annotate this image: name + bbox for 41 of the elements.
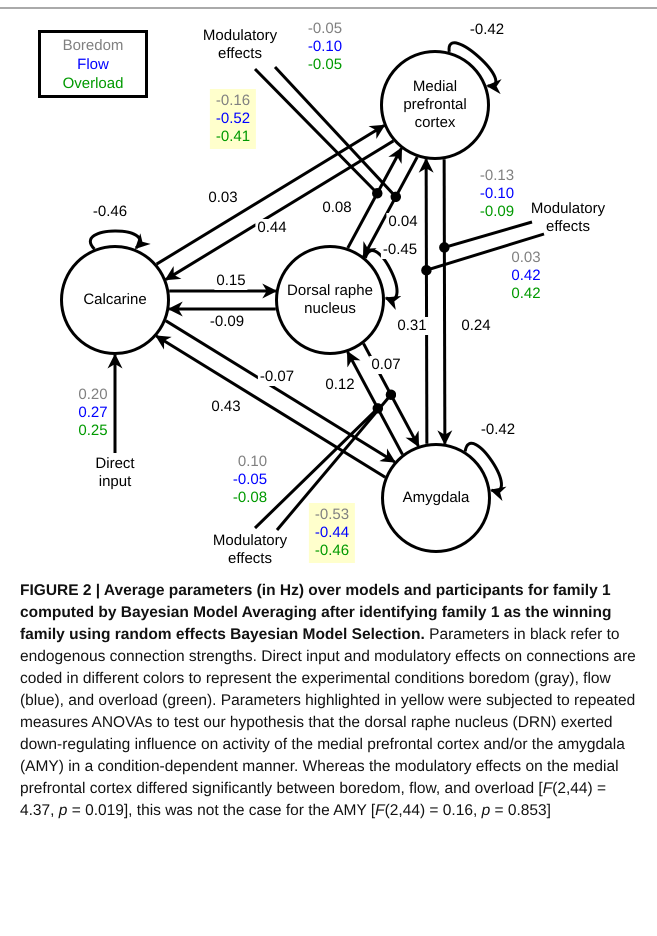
arrow (346, 147, 403, 249)
arrow (155, 334, 386, 478)
input-label: Modulatory effects (200, 530, 300, 570)
self-loop-arrow (89, 229, 150, 250)
edge-label: 0.15 (214, 272, 248, 290)
region-circle: Calcarine (60, 245, 170, 355)
self-loop-arrow (364, 249, 401, 308)
legend-entry: Flow (77, 54, 109, 74)
arrow (168, 302, 276, 316)
self-loop-arrow (448, 41, 502, 92)
arrow (362, 156, 419, 258)
figure-caption: FIGURE 2 | Average parameters (in Hz) over models and participants for family 1 computed by Bayesian Model Averaging after identifying family 1 as the winning family using random effects Bayesian Model Selection. Parameters in black refer to endogenous connection strengths. Direct input and modulatory effects on connections are coded in different colors to represent the experimental conditions boredom (gray), flow (blue), and overload (green). Parameters highlighted in yellow were subjected to repeated measures ANOVAs to test our hypothesis that the dorsal raphe nucleus (DRN) exerted down-regulating influence on activity of the medial prefrontal cortex and/or the amygdala (AMY) in a condition-dependent manner. Whereas the modulatory effects on the medial prefrontal cortex differed significantly between boredom, flow, and overload [F(2,44) = 4.37, p = 0.019], this was not the case for the AMY [F(2,44) = 0.16, p = 0.853] (20, 581, 637, 821)
arrow (156, 124, 386, 266)
arrow (165, 320, 396, 464)
parameter-values: -0.53 -0.44 -0.46 (308, 503, 356, 563)
arrow (346, 350, 404, 456)
input-label: Direct input (80, 453, 150, 493)
region-circle: Medial prefrontal cortex (380, 50, 490, 160)
arrow (437, 159, 452, 446)
edge-label: -0.07 (258, 368, 296, 386)
arrow (164, 140, 394, 281)
parameter-values: -0.16 -0.52 -0.41 (210, 89, 256, 149)
edge-label: -0.45 (380, 241, 420, 259)
self-loop-arrow (464, 442, 506, 499)
modulation-line (254, 403, 384, 530)
input-label: Modulatory effects (190, 25, 290, 65)
input-label: Modulatory effects (518, 198, 618, 238)
region-circle: Amygdala (381, 443, 491, 553)
legend-entry: Overload (62, 74, 124, 92)
arrow (108, 354, 122, 453)
arrow (169, 284, 278, 298)
modulation-line (276, 390, 396, 531)
region-circle: Dorsal raphe nucleus (275, 245, 385, 355)
modulation-line (254, 68, 382, 198)
modulation-line (274, 66, 402, 202)
modulation-line (439, 220, 532, 253)
modulation-line (421, 232, 544, 276)
edge-label: 0.07 (369, 356, 403, 374)
edge-label: 0.31 (395, 317, 429, 335)
legend-entry: Boredom (62, 36, 124, 54)
arrow (418, 158, 434, 444)
